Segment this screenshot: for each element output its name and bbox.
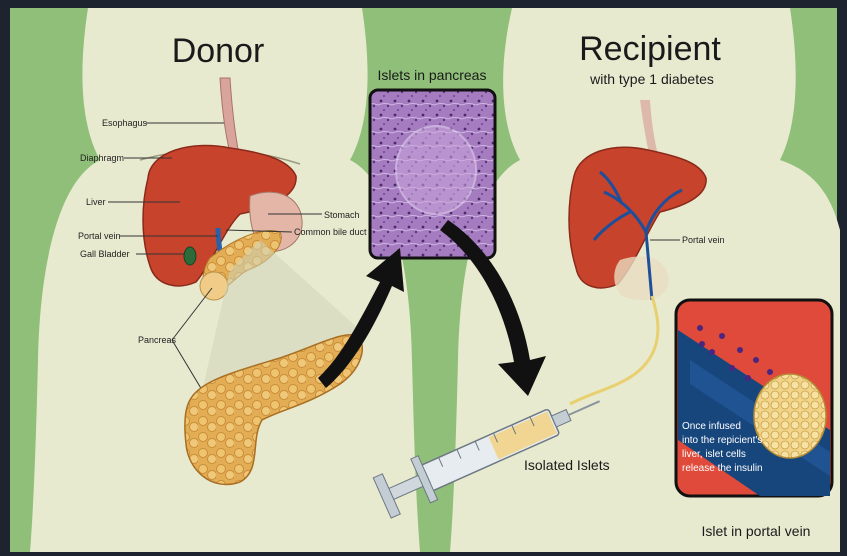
donor-title: Donor	[172, 32, 265, 70]
label-pancreas: Pancreas	[138, 335, 177, 345]
inset-line-4: release the insulin	[682, 463, 763, 474]
syringe-label: Isolated Islets	[524, 457, 610, 473]
recipient-subtitle: with type 1 diabetes	[589, 71, 714, 87]
label-portal-vein: Portal vein	[78, 231, 121, 241]
label-liver: Liver	[86, 197, 106, 207]
label-recipient-portal-vein: Portal vein	[682, 235, 725, 245]
recipient-stomach	[614, 256, 668, 300]
inset-line-1: Once infused	[682, 421, 741, 432]
islets-panel-title: Islets in pancreas	[378, 67, 487, 83]
label-diaphragm: Diaphragm	[80, 153, 124, 163]
inset-line-2: into the repicient's	[682, 435, 762, 446]
donor-gall-bladder	[184, 247, 196, 265]
label-stomach: Stomach	[324, 210, 360, 220]
inset-line-3: liver, islet cells	[682, 449, 746, 460]
label-esophagus: Esophagus	[102, 118, 148, 128]
donor-duodenum	[200, 272, 228, 300]
inset-caption: Islet in portal vein	[702, 523, 811, 539]
islet-cluster	[396, 126, 476, 214]
label-common-bile-duct: Common bile duct	[294, 227, 367, 237]
recipient-title: Recipient	[579, 30, 721, 68]
label-gall-bladder: Gall Bladder	[80, 249, 130, 259]
